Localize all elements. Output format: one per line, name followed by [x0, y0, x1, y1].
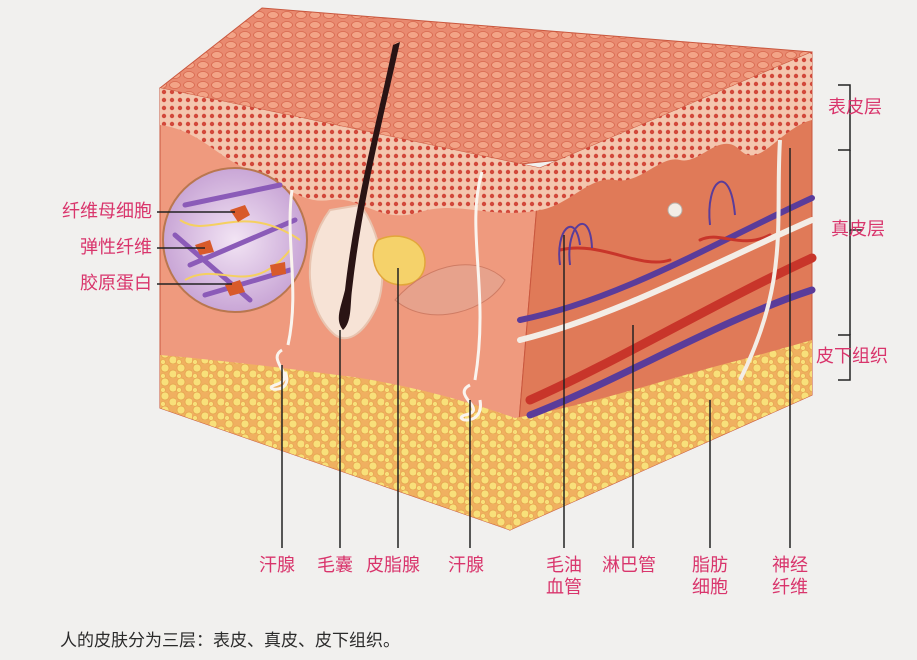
label-fat-cell: 脂肪 细胞 — [680, 555, 740, 599]
caption: 人的皮肤分为三层：表皮、真皮、皮下组织。 — [60, 626, 400, 651]
label-collagen: 胶原蛋白 — [30, 273, 152, 295]
label-lymph-vessel: 淋巴管 — [602, 555, 656, 577]
label-sweat-gland-1: 汗腺 — [259, 555, 295, 577]
label-capillary: 毛油 血管 — [534, 555, 594, 599]
lymph-node — [668, 203, 682, 217]
label-nerve-fiber: 神经 纤维 — [760, 555, 820, 599]
label-dermis: 真皮层 — [831, 219, 885, 241]
label-hypodermis: 皮下组织 — [816, 346, 888, 368]
label-epidermis: 表皮层 — [828, 97, 882, 119]
label-hair-follicle: 毛囊 — [317, 555, 353, 577]
label-elastic-fiber: 弹性纤维 — [30, 237, 152, 259]
label-sebaceous-gland: 皮脂腺 — [366, 555, 420, 577]
label-sweat-gland-2: 汗腺 — [448, 555, 484, 577]
label-fibroblast: 纤维母细胞 — [30, 201, 152, 223]
